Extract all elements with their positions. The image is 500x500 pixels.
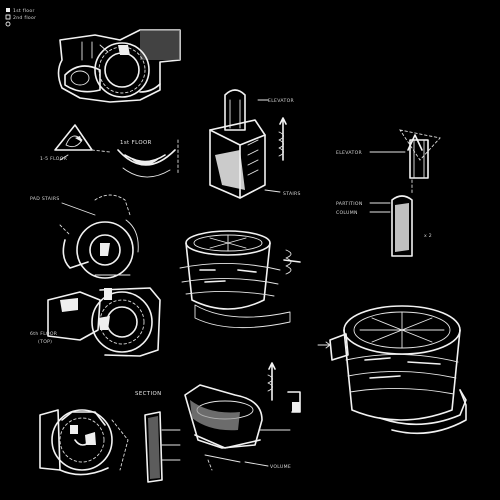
label-partition: PARTITION (336, 201, 363, 207)
legend-marker-hatched (5, 14, 11, 20)
sketch-volume-right (317, 305, 467, 435)
legend-marker-filled (6, 8, 10, 12)
sketch-section: SECTION (135, 391, 181, 483)
label-pad-stairs: PAD STAIRS (30, 196, 60, 202)
plan-bottom-left (39, 409, 129, 476)
plan-sixth-floor: 6th FLOOR (TOP) (30, 287, 161, 357)
legend-item-2: 2nd floor (13, 15, 36, 21)
axo-elevator-stairs: ELEVATOR STAIRS (209, 89, 301, 199)
label-sixth-floor-top: (TOP) (38, 339, 52, 345)
label-column-count: x 2 (424, 233, 432, 239)
sketch-volume-center (179, 230, 301, 329)
legend: 1st floor 2nd floor (5, 8, 36, 27)
label-stairs: STAIRS (283, 191, 301, 197)
label-section: SECTION (135, 391, 162, 397)
legend-item-1: 1st floor (13, 8, 35, 14)
plan-pad-stairs: PAD STAIRS (30, 194, 139, 279)
label-volume: VOLUME (270, 464, 291, 470)
label-1-5-floor: 1-5 FLOOR (40, 156, 68, 162)
label-column: COLUMN (336, 210, 358, 216)
sketch-volume-bottom: VOLUME (184, 362, 301, 471)
plan-ground-floor (57, 29, 181, 103)
label-elevator-top: ELEVATOR (268, 98, 295, 104)
label-sixth-floor: 6th FLOOR (30, 331, 58, 337)
label-first-floor: 1st FLOOR (120, 140, 152, 146)
detail-elevator-partition: ELEVATOR PARTITION COLUMN x 2 (336, 129, 441, 257)
legend-marker-circle (5, 21, 11, 27)
label-elevator-right: ELEVATOR (336, 150, 363, 156)
plan-first-floor: 1st FLOOR 1-5 FLOOR (40, 124, 179, 178)
